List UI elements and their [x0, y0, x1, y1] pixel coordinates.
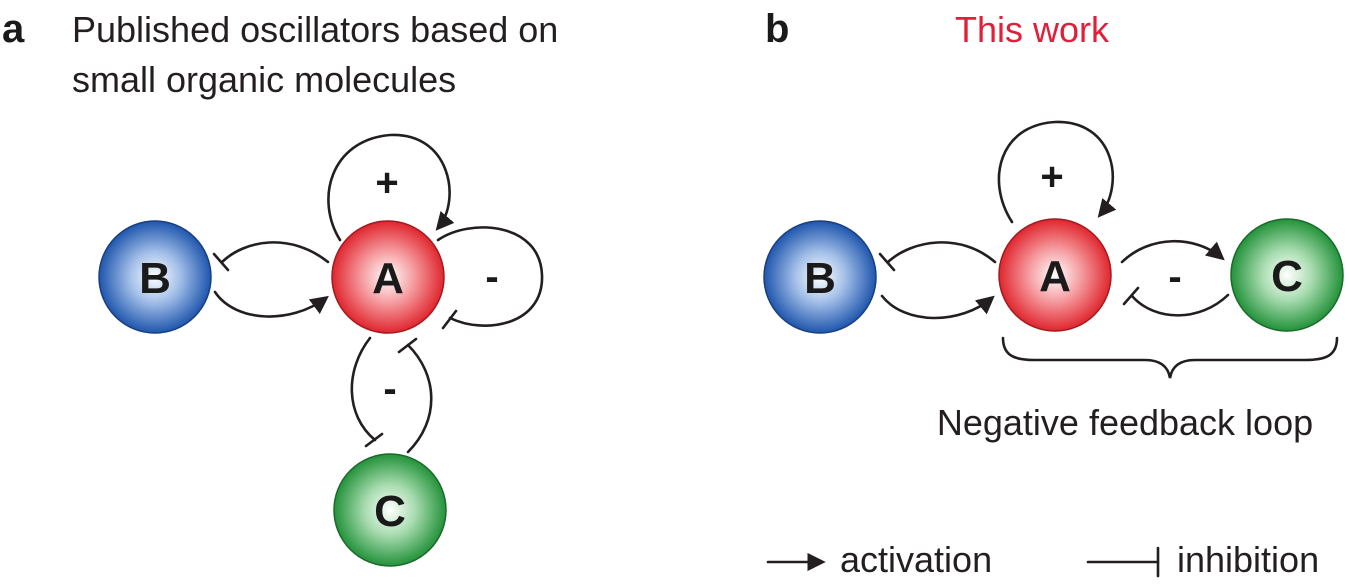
panel-b-node-a: A [998, 218, 1112, 332]
panel-a-inhibit-bar-b [212, 252, 230, 272]
panel-a-node-b: B [98, 220, 212, 334]
panel-b-a-activates-c [1120, 239, 1225, 264]
legend-inhibition-label: inhibition [1177, 539, 1319, 580]
panel-a-bottom-sign: - [383, 367, 396, 411]
panel-b-self-sign: + [1040, 155, 1063, 199]
legend-activation-label: activation [840, 539, 992, 580]
panel-a-node-a: A [331, 220, 445, 334]
panel-a-a-self-inhibition [436, 226, 544, 327]
panel-a-b-activates-a [213, 290, 329, 318]
panel-b-brace [1001, 336, 1339, 379]
panel-b-title: This work [955, 9, 1110, 50]
panel-a-node-c: C [333, 453, 447, 567]
panel-a-node-b-label: B [139, 254, 171, 303]
panel-b-node-c-label: C [1271, 252, 1303, 301]
panel-b-c-inhibits-a [1130, 293, 1230, 317]
panel-a-title-line1: Published oscillators based on [72, 9, 558, 50]
panel-b-node-a-label: A [1039, 252, 1071, 301]
panel-b-node-b-label: B [804, 254, 836, 303]
panel-b-node-c: C [1230, 218, 1344, 332]
panel-a-a-inhibits-c [350, 336, 377, 442]
panel-a-letter: a [2, 7, 25, 51]
panel-a-inhibit-bar-a-bottom [397, 337, 418, 354]
legend: activation inhibition [766, 539, 1319, 580]
panel-a-node-c-label: C [374, 487, 406, 536]
panel-b-a-inhibits-b [886, 241, 997, 264]
panel-b-node-b: B [763, 220, 877, 334]
panel-b-b-activates-a [880, 294, 995, 320]
panel-b-brace-label: Negative feedback loop [937, 402, 1313, 443]
panel-b-letter: b [765, 7, 789, 51]
panel-a-right-sign: - [485, 255, 498, 299]
panel-a-title-line2: small organic molecules [72, 59, 456, 100]
panel-b-inhibit-bar-a [1122, 286, 1140, 306]
panel-a-inhibit-bar-c [364, 432, 384, 448]
panel-a-c-inhibits-a [406, 343, 433, 454]
panel-a-inhibit-bar-a-right [441, 309, 458, 330]
panel-a-node-a-label: A [372, 254, 404, 303]
panel-a-self-sign: + [375, 161, 398, 205]
panel-b-inhibit-bar-b [878, 252, 896, 272]
panel-a-a-self-activation [327, 133, 455, 242]
panel-b-a-self-activation [997, 120, 1117, 224]
panel-b-ac-sign: - [1168, 255, 1181, 299]
panel-a-a-inhibits-b [220, 241, 330, 264]
